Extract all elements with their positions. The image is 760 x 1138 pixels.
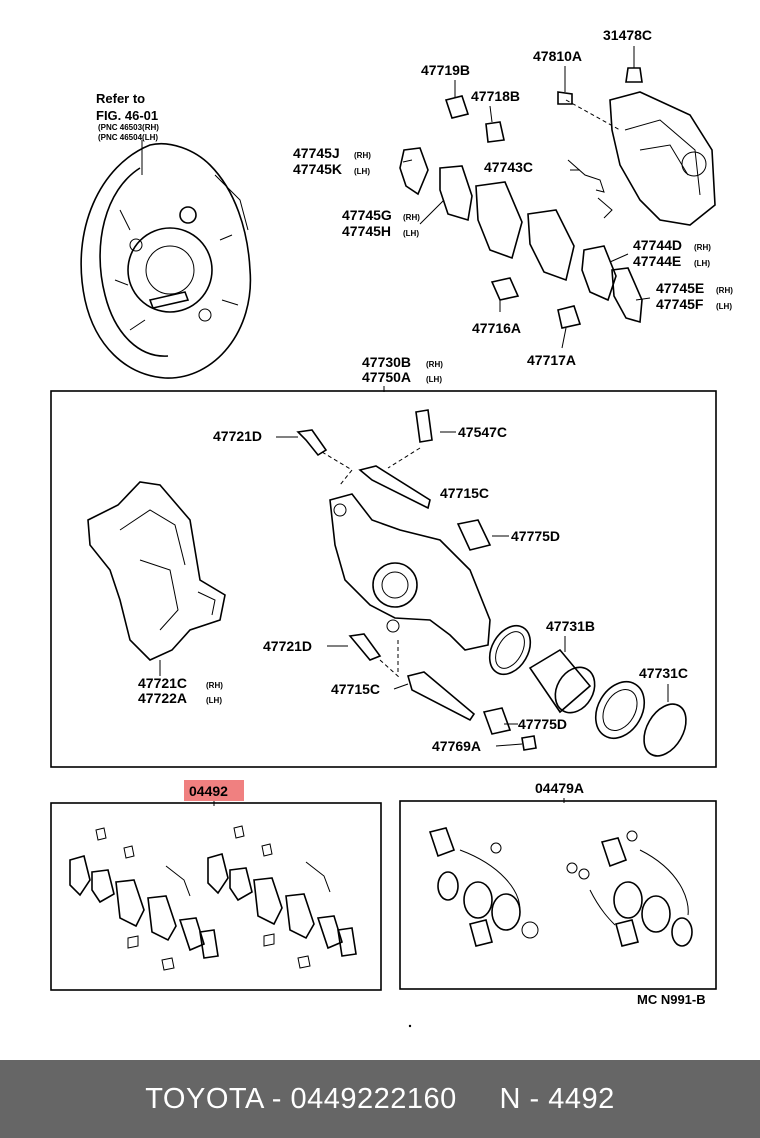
- label-47769A: 47769A: [432, 738, 481, 754]
- kit-04492-parts-left: [69, 827, 219, 971]
- label-47719B: 47719B: [421, 62, 470, 78]
- label-47744D: 47744D: [633, 237, 682, 253]
- label-47721D-bottom: 47721D: [263, 638, 312, 654]
- side-rh-1: (RH): [354, 151, 371, 160]
- caliper-assembly-box: 47730B (RH) 47750A (LH): [50, 354, 717, 768]
- label-47775D-top: 47775D: [511, 528, 560, 544]
- side-lh-3: (LH): [694, 259, 710, 268]
- label-47730B: 47730B: [362, 354, 411, 370]
- side-rh-6: (RH): [206, 681, 223, 690]
- label-47722A: 47722A: [138, 690, 187, 706]
- label-47745F: 47745F: [656, 296, 704, 312]
- kit-04479A: 04479A: [399, 780, 717, 990]
- kit-04492: 04492: [50, 780, 382, 991]
- label-47810A: 47810A: [533, 48, 582, 64]
- side-rh-2: (RH): [403, 213, 420, 222]
- brake-caliper-parts-diagram: Refer to FIG. 46-01 (PNC 46503(RH) (PNC …: [50, 27, 733, 1028]
- refer-note-line-4: (PNC 46504(LH): [98, 133, 158, 142]
- label-47745H: 47745H: [342, 223, 391, 239]
- diagram-code: MC N991-B: [637, 992, 706, 1007]
- refer-note-line-1: Refer to: [96, 91, 145, 106]
- kit-04479A-parts: [428, 827, 693, 947]
- label-47745E: 47745E: [656, 280, 704, 296]
- label-04492: 04492: [189, 783, 228, 799]
- label-47721C: 47721C: [138, 675, 187, 691]
- refer-note-line-3: (PNC 46503(RH): [98, 123, 159, 132]
- side-lh-5: (LH): [426, 375, 442, 384]
- speck-dot: [408, 1024, 412, 1028]
- side-lh-6: (LH): [206, 696, 222, 705]
- label-47750A: 47750A: [362, 369, 411, 385]
- refer-note-line-2: FIG. 46-01: [96, 108, 158, 123]
- side-rh-3: (RH): [694, 243, 711, 252]
- label-47721D-top: 47721D: [213, 428, 262, 444]
- label-47716A: 47716A: [472, 320, 521, 336]
- kit-04492-parts-right: [207, 825, 357, 969]
- label-47743C: 47743C: [484, 159, 533, 175]
- label-31478C: 31478C: [603, 27, 652, 43]
- label-04479A: 04479A: [535, 780, 584, 796]
- highlight-04492: [184, 780, 244, 801]
- label-47745K: 47745K: [293, 161, 342, 177]
- backing-plate-drawing: [80, 140, 252, 379]
- footer-bar: TOYOTA - 0449222160 N - 4492: [0, 1060, 760, 1138]
- label-47744E: 47744E: [633, 253, 681, 269]
- label-47547C: 47547C: [458, 424, 507, 440]
- label-47731B: 47731B: [546, 618, 595, 634]
- side-rh-5: (RH): [426, 360, 443, 369]
- caliper-top-drawing: [399, 67, 716, 329]
- footer-text: TOYOTA - 0449222160 N - 4492: [145, 1082, 615, 1115]
- label-47731C: 47731C: [639, 665, 688, 681]
- refer-note: Refer to FIG. 46-01 (PNC 46503(RH) (PNC …: [96, 91, 159, 142]
- label-47775D-bottom: 47775D: [518, 716, 567, 732]
- label-47745G: 47745G: [342, 207, 392, 223]
- label-47718B: 47718B: [471, 88, 520, 104]
- label-47715C-bottom: 47715C: [331, 681, 380, 697]
- side-lh-1: (LH): [354, 167, 370, 176]
- top-labels: 31478C 47810A 47719B 47718B 47743C 47745…: [293, 27, 733, 368]
- side-lh-2: (LH): [403, 229, 419, 238]
- side-rh-4: (RH): [716, 286, 733, 295]
- label-47715C-top: 47715C: [440, 485, 489, 501]
- label-47745J: 47745J: [293, 145, 340, 161]
- side-lh-4: (LH): [716, 302, 732, 311]
- label-47717A: 47717A: [527, 352, 576, 368]
